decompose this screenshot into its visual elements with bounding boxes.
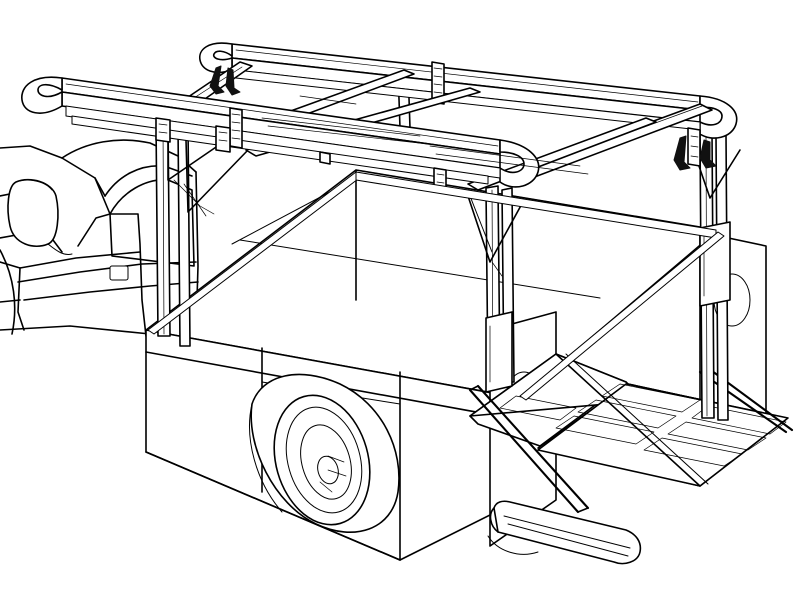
mirror-top-highlight bbox=[15, 179, 53, 191]
gate-rib-4 bbox=[643, 437, 743, 467]
side-mirror bbox=[7, 178, 73, 255]
bed-far-rail-top bbox=[355, 169, 719, 231]
gusset-mid-inner bbox=[469, 195, 493, 253]
step-bumper-left-end bbox=[493, 507, 499, 533]
contact-line-front-2 bbox=[183, 183, 207, 217]
strap-hook-4 bbox=[699, 139, 717, 169]
rail-near-highlight bbox=[65, 83, 499, 147]
step-bumper-tread-2 bbox=[507, 523, 629, 557]
mirror-arm bbox=[47, 243, 73, 255]
step-bumper-under-shadow bbox=[487, 535, 539, 555]
rail-far-highlight bbox=[235, 49, 699, 103]
deck-slat-3 bbox=[429, 145, 581, 167]
wheel-spokes bbox=[319, 455, 347, 493]
gate-brace-left-b bbox=[476, 384, 590, 510]
rail-far-bracket-bolts bbox=[433, 67, 443, 94]
deck-slat-2 bbox=[267, 125, 429, 145]
wheel-well-inner-lip bbox=[249, 403, 283, 513]
gate-rib-5 bbox=[667, 421, 767, 451]
front-fender-top bbox=[0, 261, 21, 269]
strap-hook-3 bbox=[673, 135, 691, 171]
gate-hinge-break bbox=[555, 353, 701, 487]
roof-line bbox=[61, 139, 197, 173]
gate-brace-left-a bbox=[468, 388, 580, 514]
gate-hinge-break-2 bbox=[565, 353, 709, 485]
door-handle bbox=[109, 265, 129, 281]
bed-rear-rail-cap bbox=[519, 231, 725, 401]
mount-bracket-front-left bbox=[155, 117, 171, 143]
gusset-front-left-b bbox=[185, 139, 249, 213]
deck-slat-4 bbox=[435, 153, 589, 175]
door-window bbox=[109, 179, 195, 267]
gate-rib-1 bbox=[555, 415, 655, 445]
front-wheel-arch bbox=[0, 249, 16, 335]
body-crease-lower bbox=[23, 281, 199, 301]
front-fender-crease bbox=[0, 299, 21, 303]
ladder-rack bbox=[21, 42, 741, 421]
door-belt-line bbox=[19, 251, 141, 269]
rail-far-ubend-left bbox=[199, 42, 233, 74]
rail-near-ubend-left bbox=[21, 76, 63, 114]
mount-bracket-front-mid bbox=[215, 125, 231, 153]
cowl-line bbox=[94, 177, 111, 215]
strap-hook-1 bbox=[209, 65, 225, 95]
tire-sidewall bbox=[285, 406, 363, 514]
rail-near-bracket-1-bolts bbox=[231, 113, 241, 140]
body-bottom-edge bbox=[145, 451, 401, 561]
rail-near-lower-runner bbox=[65, 105, 501, 179]
rail-near-secondary bbox=[71, 115, 489, 185]
rear-step-bumper bbox=[487, 500, 642, 565]
door-front-edge bbox=[17, 267, 25, 331]
mount-bracket-front-left-bolts bbox=[158, 123, 168, 134]
contact-line-mid bbox=[491, 261, 503, 277]
rack-contact-lines bbox=[173, 179, 503, 277]
rack-rail-far bbox=[199, 42, 738, 139]
step-bumper-body bbox=[489, 500, 642, 565]
mount-bracket-rear-right-bolts bbox=[690, 135, 699, 158]
gate-rib-3 bbox=[601, 383, 701, 413]
rail-near-splice-bracket-2 bbox=[319, 151, 331, 165]
mount-bracket-rear-right bbox=[687, 127, 701, 167]
step-bumper-tread-1 bbox=[503, 515, 631, 549]
post-front-left-highlight bbox=[162, 123, 165, 335]
contact-line-front bbox=[173, 179, 215, 215]
foreground-details bbox=[147, 171, 725, 401]
gate-brace-left-caps bbox=[469, 385, 589, 513]
tie-down-strap-hooks bbox=[209, 65, 717, 171]
rack-rail-near bbox=[21, 76, 540, 188]
rear-wheel-assembly bbox=[249, 373, 400, 533]
deck-slat-5 bbox=[299, 95, 357, 105]
gate-rib-7 bbox=[499, 395, 577, 421]
rail-far-splice-bracket bbox=[431, 61, 445, 105]
mirror-head bbox=[7, 178, 59, 248]
mount-plate-mid-lower bbox=[485, 311, 513, 393]
deck-slat-1 bbox=[261, 117, 421, 137]
mount-bracket-mid-bolts bbox=[436, 173, 445, 184]
rack-deck-slats bbox=[261, 95, 589, 175]
mount-bracket-front-mid-bolts bbox=[218, 131, 228, 142]
bed-far-rail-bottom bbox=[239, 239, 601, 299]
strap-hook-2 bbox=[225, 67, 241, 96]
